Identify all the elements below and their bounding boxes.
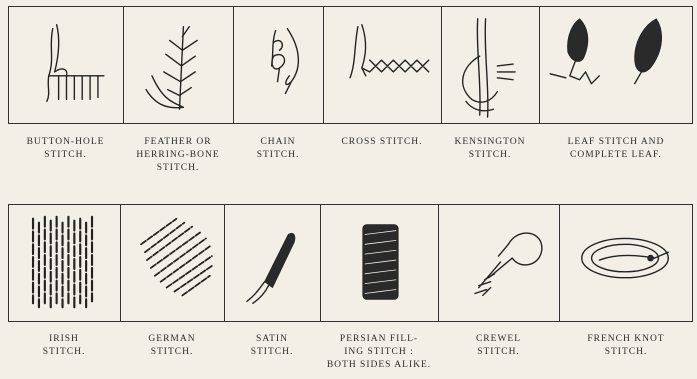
- satin-stitch-illustration: [224, 204, 320, 322]
- german-caption: GERMANSTITCH.: [120, 333, 224, 372]
- german-stitch-illustration: [120, 204, 224, 322]
- chain-caption: CHAINSTITCH.: [233, 136, 323, 175]
- top-caption-row: BUTTON-HOLESTITCH. FEATHER ORHERRING-BON…: [8, 136, 693, 175]
- leaf-caption: LEAF STITCH ANDCOMPLETE LEAF.: [539, 136, 693, 175]
- irish-caption: IRISHSTITCH.: [8, 333, 120, 372]
- kensington-caption: KENSINGTONSTITCH.: [441, 136, 539, 175]
- french-knot-stitch-illustration: [559, 204, 693, 322]
- cross-caption: CROSS STITCH.: [323, 136, 441, 175]
- persian-filling-stitch-illustration: [320, 204, 438, 322]
- french-knot-caption: FRENCH KNOTSTITCH.: [559, 333, 693, 372]
- persian-caption: PERSIAN FILL-ING STITCH :BOTH SIDES ALIK…: [320, 333, 438, 372]
- feather-stitch-illustration: [123, 6, 233, 124]
- crewel-caption: CREWELSTITCH.: [438, 333, 559, 372]
- bottom-illustration-row: [8, 204, 693, 322]
- top-illustration-row: [8, 6, 693, 124]
- satin-caption: SATINSTITCH.: [224, 333, 320, 372]
- irish-stitch-illustration: [8, 204, 120, 322]
- button-hole-caption: BUTTON-HOLESTITCH.: [8, 136, 123, 175]
- feather-caption: FEATHER ORHERRING-BONESTITCH.: [123, 136, 233, 175]
- bottom-caption-row: IRISHSTITCH. GERMANSTITCH. SATINSTITCH. …: [8, 333, 693, 372]
- crewel-stitch-illustration: [438, 204, 559, 322]
- cross-stitch-illustration: [323, 6, 441, 124]
- leaf-stitch-illustration: [539, 6, 693, 124]
- chain-stitch-illustration: [233, 6, 323, 124]
- kensington-stitch-illustration: [441, 6, 539, 124]
- button-hole-stitch-illustration: [8, 6, 123, 124]
